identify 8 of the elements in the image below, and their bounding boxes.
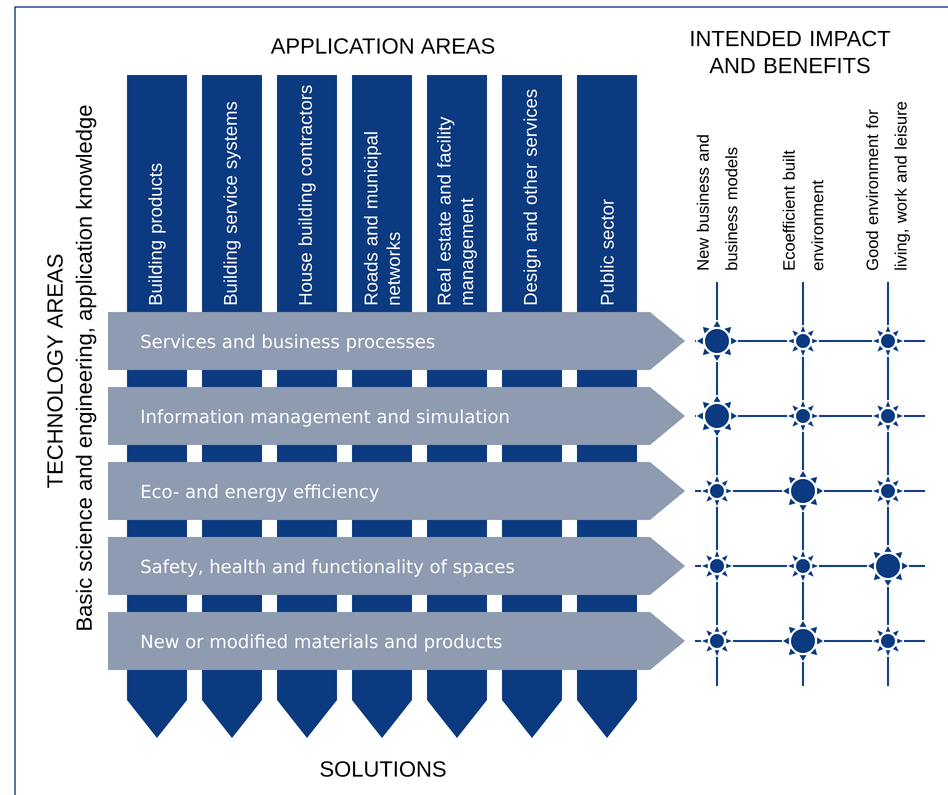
- impact-label: Good environment for living, work and leisure: [866, 102, 910, 270]
- heading: INTENDED IMPACT AND BENEFITS: [691, 30, 890, 74]
- heading: APPLICATION AREAS: [270, 38, 494, 54]
- axis-label: Basic science and engineering, application knowledge: [76, 106, 96, 630]
- heading: TECHNOLOGY AREAS: [47, 254, 63, 488]
- heading: SOLUTIONS: [320, 761, 446, 777]
- impact-label: Ecoefficient built environment: [782, 150, 824, 270]
- impact-label: New business and business models: [696, 135, 738, 270]
